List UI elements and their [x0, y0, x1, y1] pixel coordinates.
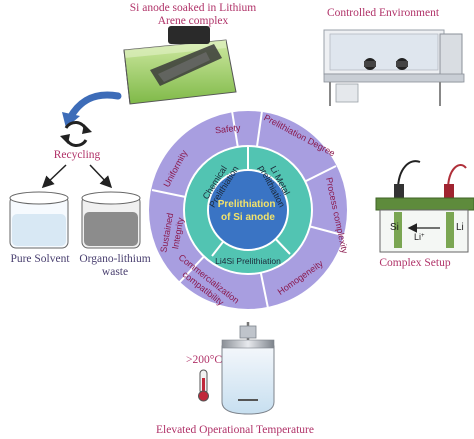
temperature-value: >200°C [185, 354, 222, 366]
wheel-center-label: Prelithiation of Si anode [218, 199, 279, 223]
complex-setup-cell [375, 160, 474, 253]
complex-setup-caption: Complex Setup [379, 257, 451, 269]
flow-arrow [66, 91, 122, 122]
pure-solvent-caption: Pure Solvent [10, 253, 70, 265]
flow-arrow-head [62, 112, 80, 128]
setup-li-label: Li [456, 222, 464, 233]
organo-lithium-waste-beaker [81, 191, 141, 249]
setup-si-label: Si [390, 222, 399, 233]
glovebox-icon [323, 29, 465, 106]
arrow-to-pure-solvent [41, 164, 67, 189]
si-anode-tank [123, 26, 237, 105]
thermometer-icon [198, 369, 209, 402]
controlled-environment-caption: Controlled Environment [326, 7, 440, 19]
outer-safety: Safety [214, 123, 241, 136]
elevated-temperature-caption: Elevated Operational Temperature [156, 424, 314, 436]
organo-lithium-caption: Organo-lithium waste [79, 253, 151, 278]
reactor-vessel [221, 322, 275, 415]
arrow-to-waste [89, 164, 113, 189]
recycling-icon [60, 121, 92, 147]
pure-solvent-beaker [9, 191, 69, 249]
prelithiation-wheel [147, 109, 349, 311]
recycling-caption: Recycling [53, 149, 101, 161]
si-anode-caption: Si anode soaked in Lithium Arene complex [129, 2, 257, 27]
inner-li4si-prelithiation: Li4Si Prelithiation [215, 256, 281, 266]
setup-li-ion-label: Li+ [414, 232, 425, 242]
